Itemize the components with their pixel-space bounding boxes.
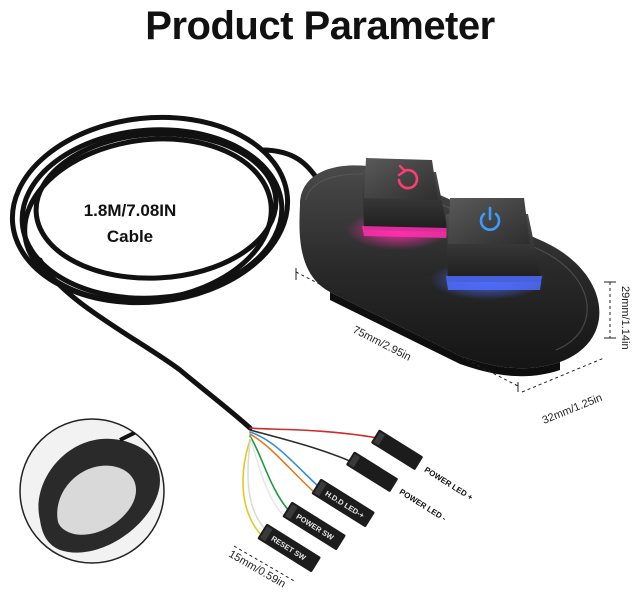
cable-label-text: Cable [106, 227, 154, 246]
height-dimension [604, 281, 616, 339]
wire-bundle [242, 427, 379, 537]
reset-icon [397, 164, 419, 190]
power-key [430, 198, 546, 300]
width-label: 32mm/1.25in [541, 392, 604, 427]
cable-length-label: 1.8M/7.08IN Cable [60, 198, 200, 250]
power-icon [479, 206, 501, 231]
coiled-cable [9, 114, 323, 431]
connector-power-led-plus: POWER LED + [371, 429, 475, 502]
bottom-view-inset [19, 418, 165, 564]
pin-length-label: 15mm/0.59in [227, 548, 288, 590]
connector-label: POWER LED - [398, 487, 448, 523]
reset-key [346, 158, 450, 250]
cable-length-value: 1.8M/7.08IN [83, 201, 177, 220]
length-dimension [295, 268, 519, 392]
height-label: 29mm/1.14in [619, 286, 631, 350]
page-title: Product Parameter [145, 4, 495, 48]
connector-label: POWER LED + [423, 465, 475, 502]
width-dimension [521, 357, 605, 393]
